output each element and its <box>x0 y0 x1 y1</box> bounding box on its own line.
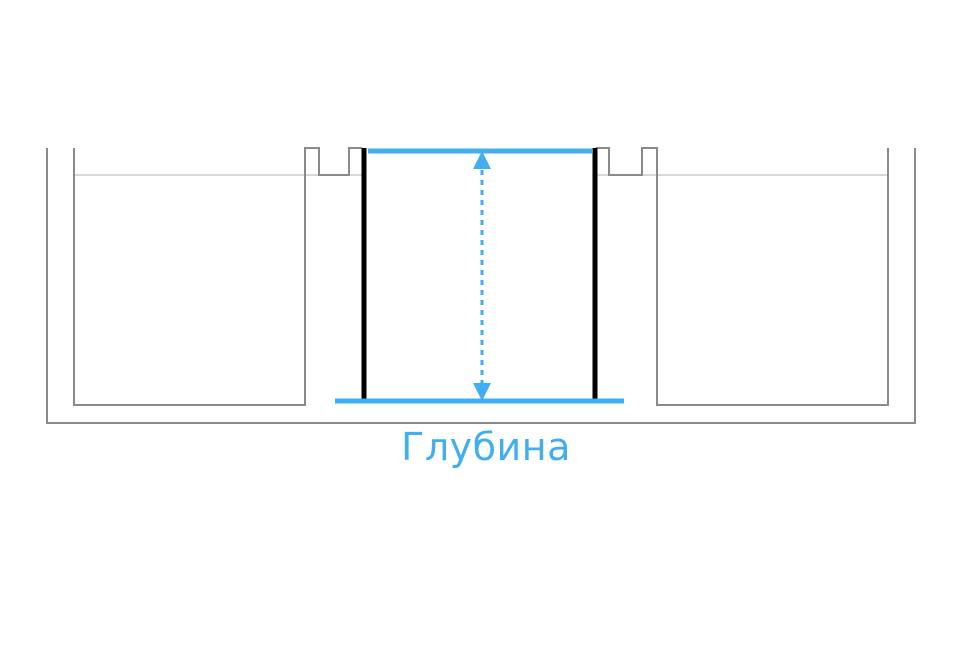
left-compartment-outline <box>73 147 362 406</box>
depth-label: Глубина <box>401 425 571 469</box>
outer-container-outline <box>46 148 916 424</box>
right-compartment-outline <box>596 147 889 406</box>
